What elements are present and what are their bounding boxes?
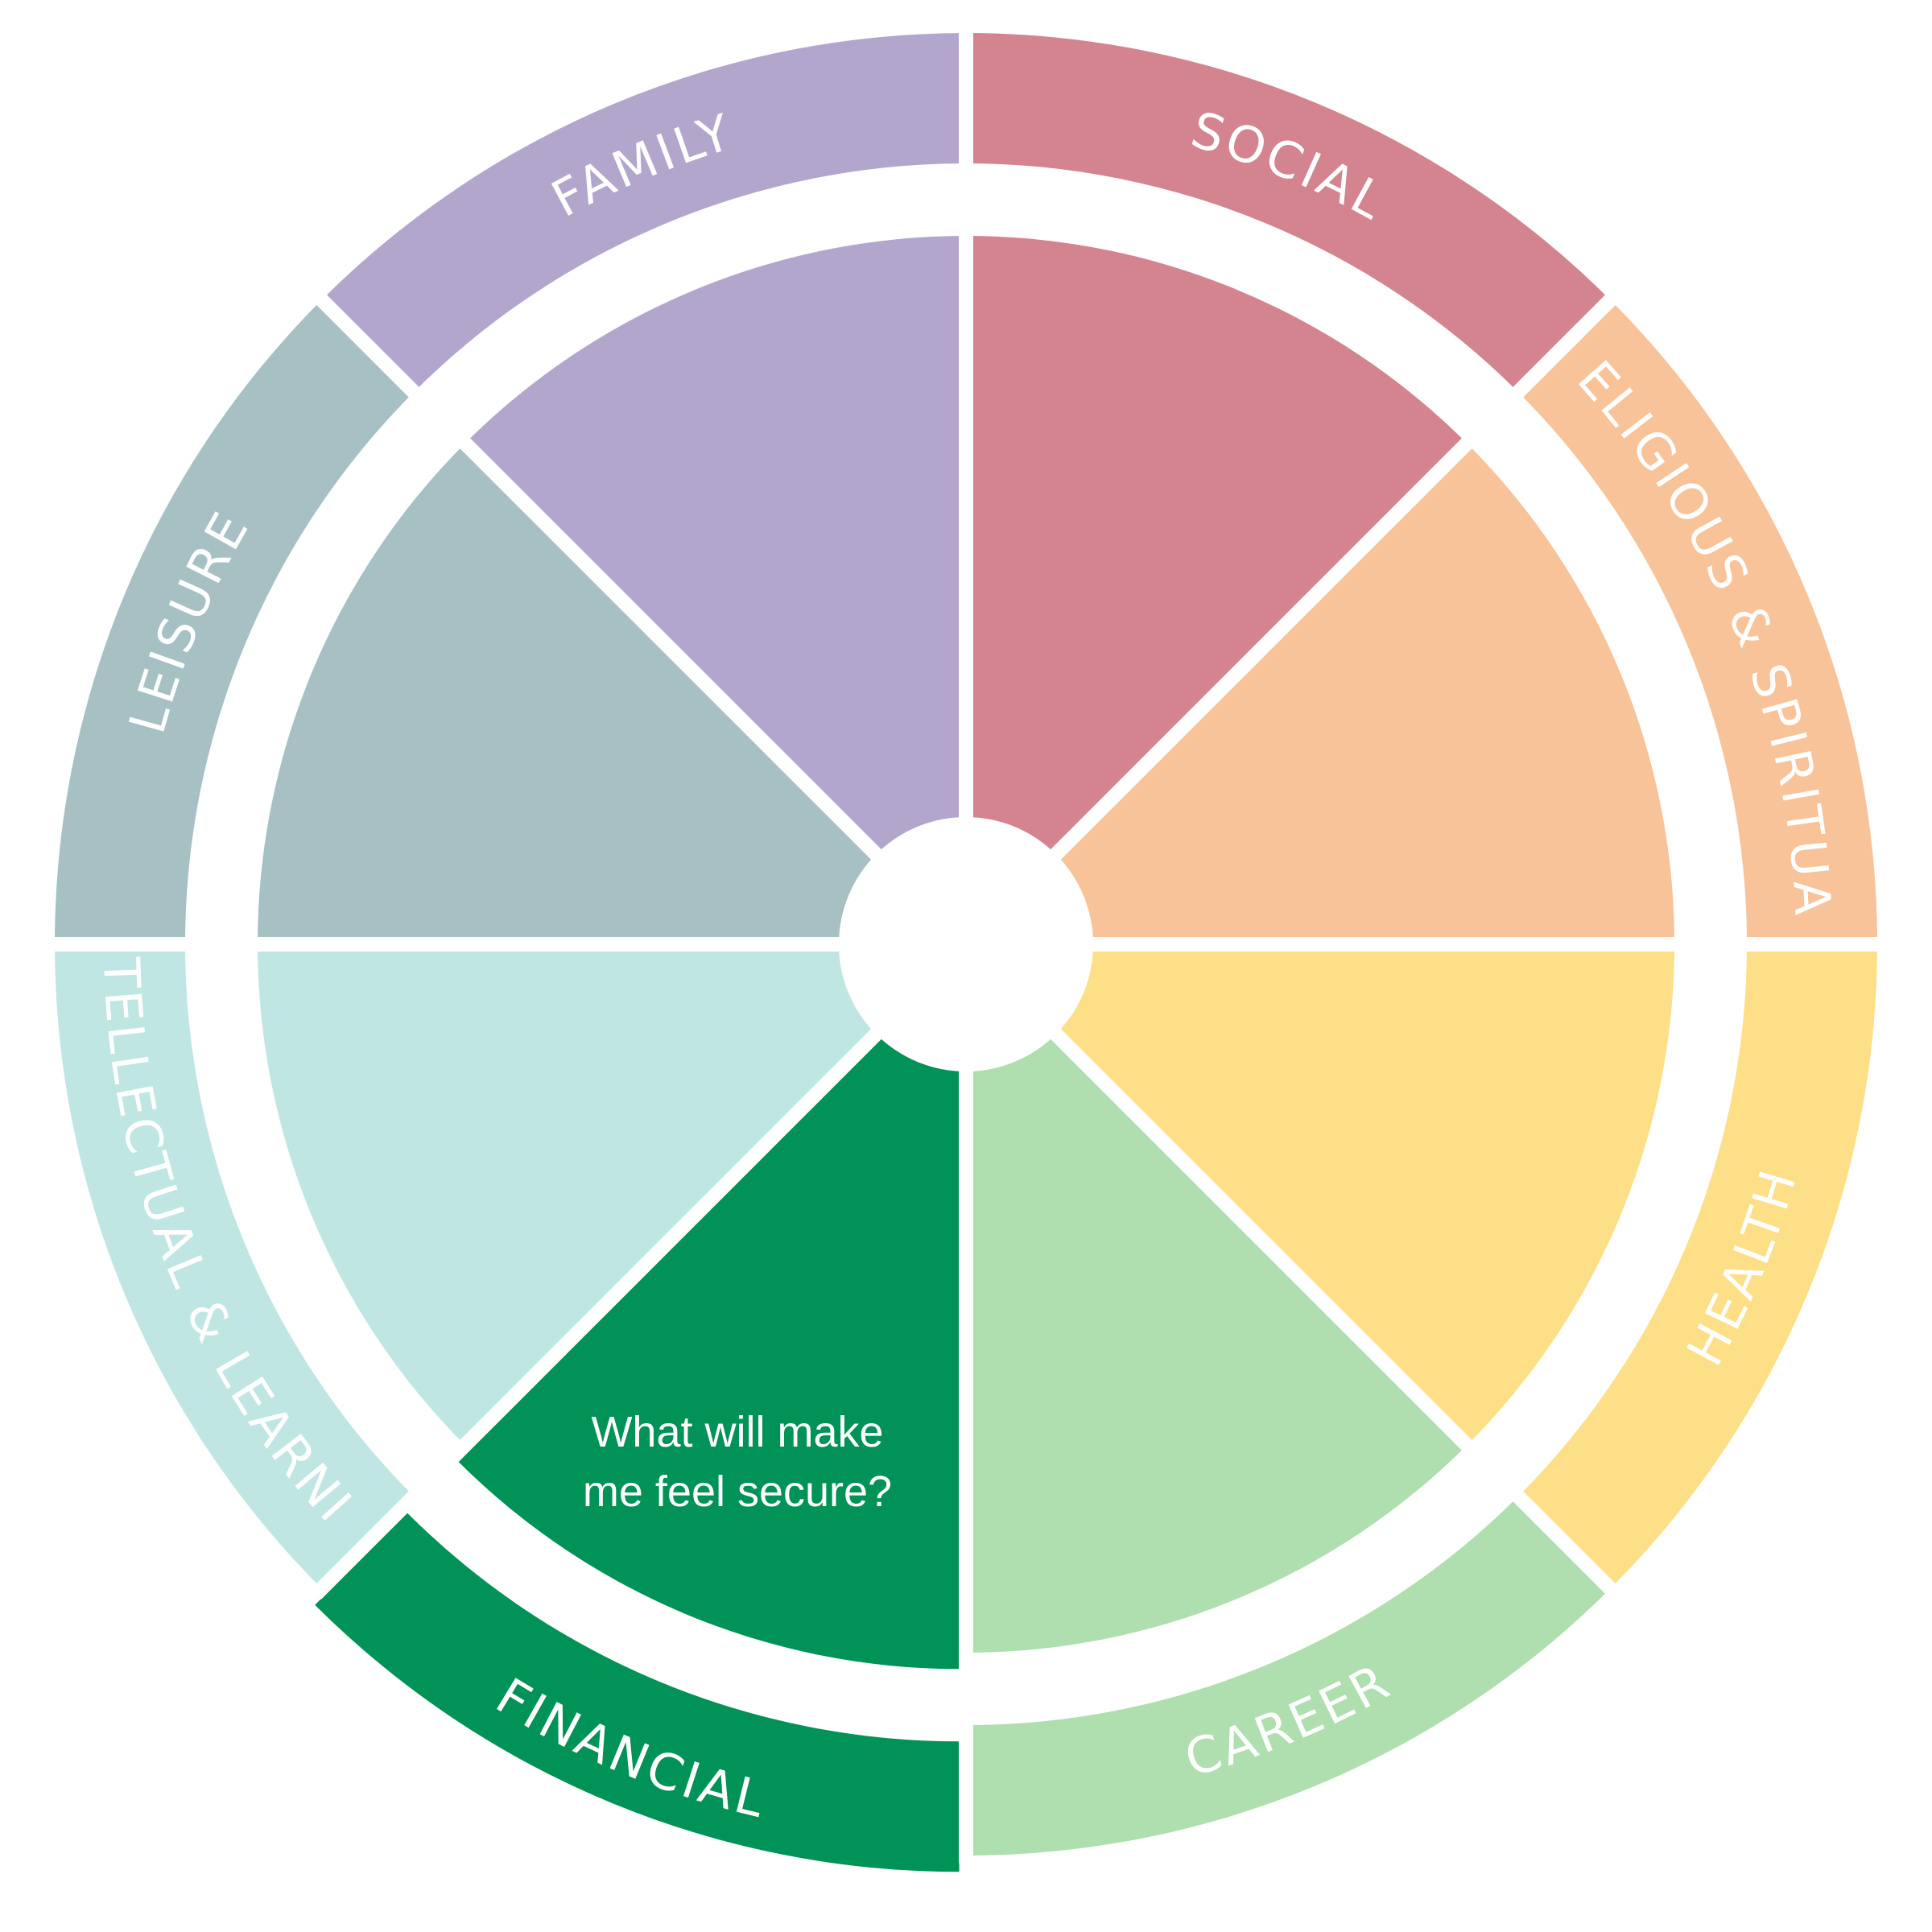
band-career bbox=[966, 1496, 1611, 1856]
band-financial bbox=[315, 1513, 960, 1872]
sector-health bbox=[966, 944, 1674, 1446]
band-health bbox=[1517, 944, 1877, 1589]
center-question: What will make me feel secure? bbox=[582, 1408, 893, 1516]
sector-financial bbox=[458, 960, 960, 1670]
sector-intellectual-learning bbox=[258, 944, 966, 1446]
spoke-divider bbox=[311, 289, 972, 950]
band-intellectual-learning bbox=[55, 944, 415, 1589]
inner-sectors bbox=[258, 236, 1674, 1670]
center-hub bbox=[839, 817, 1093, 1071]
spoke-divider bbox=[311, 939, 972, 1600]
sector-family bbox=[464, 236, 966, 944]
band-family bbox=[321, 33, 967, 393]
sector-religious-spiritual bbox=[966, 443, 1674, 944]
outer-bands bbox=[55, 33, 1877, 1872]
band-leisure bbox=[55, 299, 415, 945]
band-social bbox=[966, 33, 1611, 393]
sector-leisure bbox=[258, 443, 966, 944]
sector-career bbox=[966, 944, 1468, 1653]
sector-social bbox=[966, 236, 1468, 944]
dividers bbox=[47, 25, 1885, 1864]
band-religious-spiritual bbox=[1517, 299, 1877, 945]
spoke-divider bbox=[960, 289, 1621, 950]
spoke-divider bbox=[960, 939, 1621, 1600]
